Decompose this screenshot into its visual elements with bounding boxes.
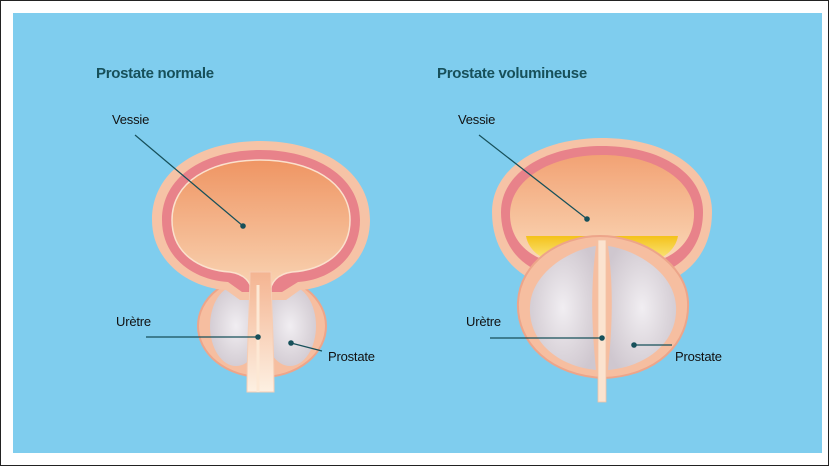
enlarged-prostate-dot xyxy=(632,343,636,347)
normal-prostate-label: Prostate xyxy=(328,349,375,364)
normal-urethra-dot xyxy=(256,335,260,339)
enlarged-urethra-label: Urètre xyxy=(466,314,501,329)
enlarged-bladder-label: Vessie xyxy=(458,112,495,127)
enlarged-urethra xyxy=(598,240,606,402)
normal-bladder-dot xyxy=(241,224,245,228)
normal-urethra-label: Urètre xyxy=(116,314,151,329)
normal-bladder-label: Vessie xyxy=(112,112,149,127)
normal-urethra xyxy=(247,272,274,392)
normal-prostate-dot xyxy=(289,341,293,345)
enlarged-prostate-label: Prostate xyxy=(675,349,722,364)
enlarged-prostate-title: Prostate volumineuse xyxy=(437,65,587,82)
enlarged-bladder-dot xyxy=(585,217,589,221)
normal-prostate-title: Prostate normale xyxy=(96,65,214,82)
enlarged-urethra-dot xyxy=(600,336,604,340)
